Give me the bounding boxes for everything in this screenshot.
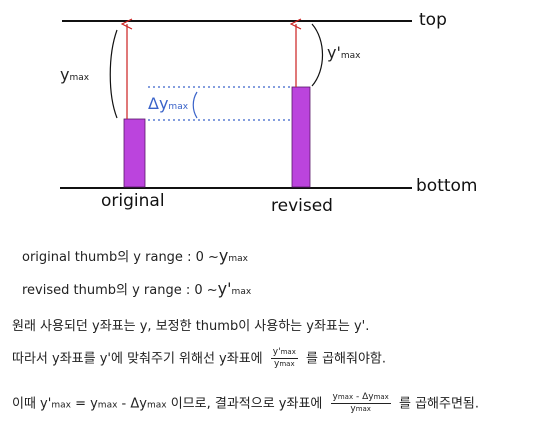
bottom-label: bottom (416, 176, 478, 196)
original-label: original (101, 191, 165, 211)
scale-fraction: y'max ymax (270, 347, 298, 370)
scale-line: 따라서 y좌표를 y'에 맞춰주기 위해선 y좌표에 y'max ymax 를 … (12, 347, 387, 370)
diagram (60, 0, 412, 189)
yprime-brace (311, 23, 323, 87)
original-range-line: original thumb의 y range : 0 ~ymax (22, 246, 248, 265)
delta-ymax-label: Δymax (148, 94, 189, 113)
result-fraction: ymax - Δymax ymax (330, 392, 391, 415)
top-label: top (419, 10, 447, 30)
delta-brace (192, 91, 198, 119)
revised-label: revised (271, 196, 333, 216)
result-line: 이때 y'max = ymax - Δymax 이므로, 결과적으로 y좌표에 … (12, 392, 480, 415)
ymax-label: ymax (60, 65, 90, 84)
revised-thumb (291, 86, 311, 188)
description-line: 원래 사용되던 y좌표는 y, 보정한 thumb이 사용하는 y좌표는 y'. (12, 319, 370, 334)
original-thumb (123, 118, 146, 188)
revised-range-line: revised thumb의 y range : 0 ~y'max (22, 279, 252, 298)
yprime-max-label: y'max (327, 43, 361, 62)
ymax-brace (109, 29, 118, 119)
